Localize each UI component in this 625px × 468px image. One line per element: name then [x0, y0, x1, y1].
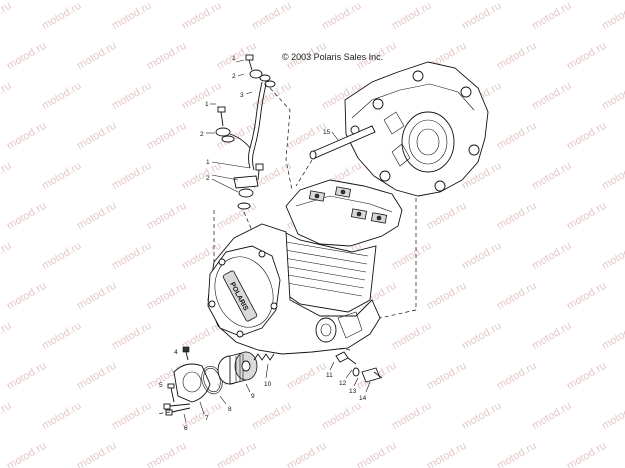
callout-10: 10 — [264, 381, 272, 388]
engine-assembly: POLARIS — [207, 179, 403, 355]
callout-3: 3 — [240, 92, 244, 99]
callout-8: 8 — [228, 406, 232, 413]
callout-7: 7 — [205, 415, 209, 422]
callout-4: 4 — [174, 349, 178, 356]
copyright-text: © 2003 Polaris Sales Inc. — [282, 52, 384, 62]
oil-filter-group: 4 7 8 9 — [155, 346, 275, 432]
crankcase-half — [344, 61, 489, 197]
callout-2-b: 2 — [200, 131, 204, 138]
callout-6: 6 — [184, 425, 188, 432]
oil-filter — [217, 351, 258, 385]
dashed-guides — [213, 87, 417, 319]
callout-1-b: 1 — [205, 101, 209, 108]
callout-1-c: 1 — [206, 159, 210, 166]
shaft-15: 15 — [309, 125, 376, 160]
oil-line-assembly: 1 2 3 1 2 1 2 — [200, 54, 276, 210]
callout-14: 14 — [359, 395, 367, 402]
callout-12: 12 — [339, 380, 347, 387]
callout-2-c: 2 — [206, 175, 210, 182]
callout-15: 15 — [323, 129, 331, 136]
callout-13: 13 — [349, 388, 357, 395]
callout-2-a: 2 — [232, 73, 236, 80]
callout-5: 5 — [159, 382, 163, 389]
callout-1-a: 1 — [232, 55, 236, 62]
callout-9: 9 — [251, 393, 255, 400]
callout-11: 11 — [326, 372, 333, 379]
drain-parts-group: 11 12 13 14 — [326, 347, 383, 402]
